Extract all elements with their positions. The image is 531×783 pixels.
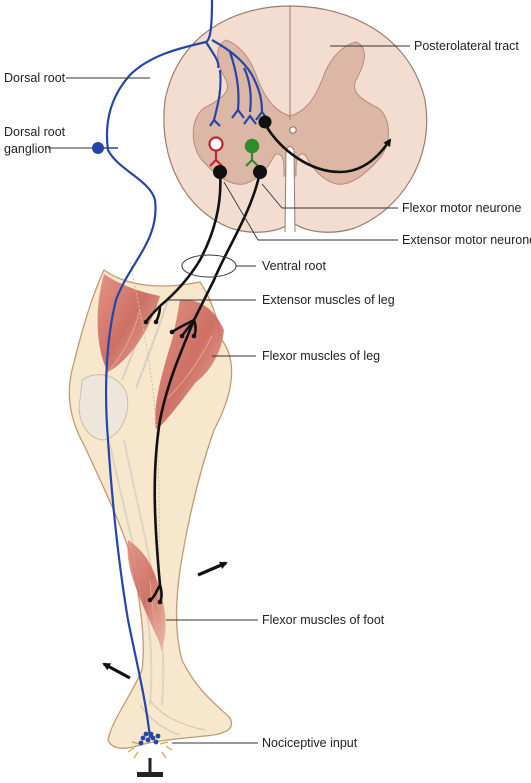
label-dorsal-root-ganglion-line2: ganglion [4, 142, 51, 156]
flexor-muscles-of-leg [155, 299, 224, 430]
ventral-root-outline [181, 254, 237, 278]
dorsal-root-branch-3 [228, 51, 240, 111]
foot-tendons [139, 699, 206, 736]
flexor-foot-branch-2 [158, 584, 163, 603]
flexor-motor-neurone-soma [253, 165, 267, 179]
extensor-interneurone [208, 136, 224, 167]
label-ventral-root: Ventral root [262, 259, 326, 273]
leg-illustration [68, 261, 233, 777]
extensor-motor-neurone-soma [213, 165, 227, 179]
extensor-interneurone-soma [208, 136, 224, 152]
label-extensor-muscles-of-leg: Extensor muscles of leg [262, 293, 395, 307]
label-flexor-muscles-of-leg: Flexor muscles of leg [262, 349, 380, 363]
labels: Posterolateral tract Dorsal root Dorsal … [4, 39, 531, 750]
label-posterolateral-tract: Posterolateral tract [414, 39, 519, 53]
flexion-arrow-icon [197, 561, 228, 577]
dorsal-root-branch-4 [243, 67, 252, 113]
stimulus-pin [137, 758, 163, 777]
motor-endplates [143, 319, 197, 605]
label-extensor-motor-neurone: Extensor motor neurone [402, 233, 531, 247]
flexor-motor-axon [153, 171, 262, 586]
terminal-fork-4 [231, 108, 245, 119]
spinal-cord-grey-matter [192, 39, 389, 185]
flexor-interneurone-soma [244, 138, 260, 154]
pain-rays [127, 741, 173, 759]
leg-contour-lines [103, 309, 213, 651]
dorsal-root-branch-5 [212, 69, 222, 121]
flexor-interneurone [244, 138, 260, 167]
terminal-fork-2 [243, 114, 257, 125]
label-dorsal-root: Dorsal root [4, 71, 66, 85]
terminal-fork-1 [209, 118, 221, 127]
ascending-tract-neurone-soma [258, 115, 272, 129]
extensor-motor-axon [159, 171, 222, 307]
foot-withdrawal-arrow-icon [102, 662, 131, 680]
label-flexor-motor-neurone: Flexor motor neurone [402, 201, 522, 215]
extensor-muscles-of-leg [97, 274, 160, 372]
dorsal-root-branch-2 [211, 39, 264, 113]
dorsal-root-branch-1 [205, 41, 220, 69]
anterior-median-fissure [284, 146, 296, 233]
flexor-muscles-of-foot [127, 540, 166, 648]
label-dorsal-root-ganglion-line1: Dorsal root [4, 125, 66, 139]
dorsal-root-ganglion-icon [92, 142, 104, 154]
sensory-afferent-fibre [104, 0, 214, 739]
spinal-cord-section [163, 5, 428, 233]
leader-lines [48, 45, 410, 744]
movement-arrows [102, 561, 228, 680]
nociceptor-endings-icon [138, 731, 161, 746]
label-flexor-muscles-of-foot: Flexor muscles of foot [262, 613, 385, 627]
label-nociceptive-input: Nociceptive input [262, 736, 358, 750]
ascending-tract-fibre [263, 123, 392, 174]
knee-region [78, 374, 129, 441]
central-canal [289, 126, 297, 134]
